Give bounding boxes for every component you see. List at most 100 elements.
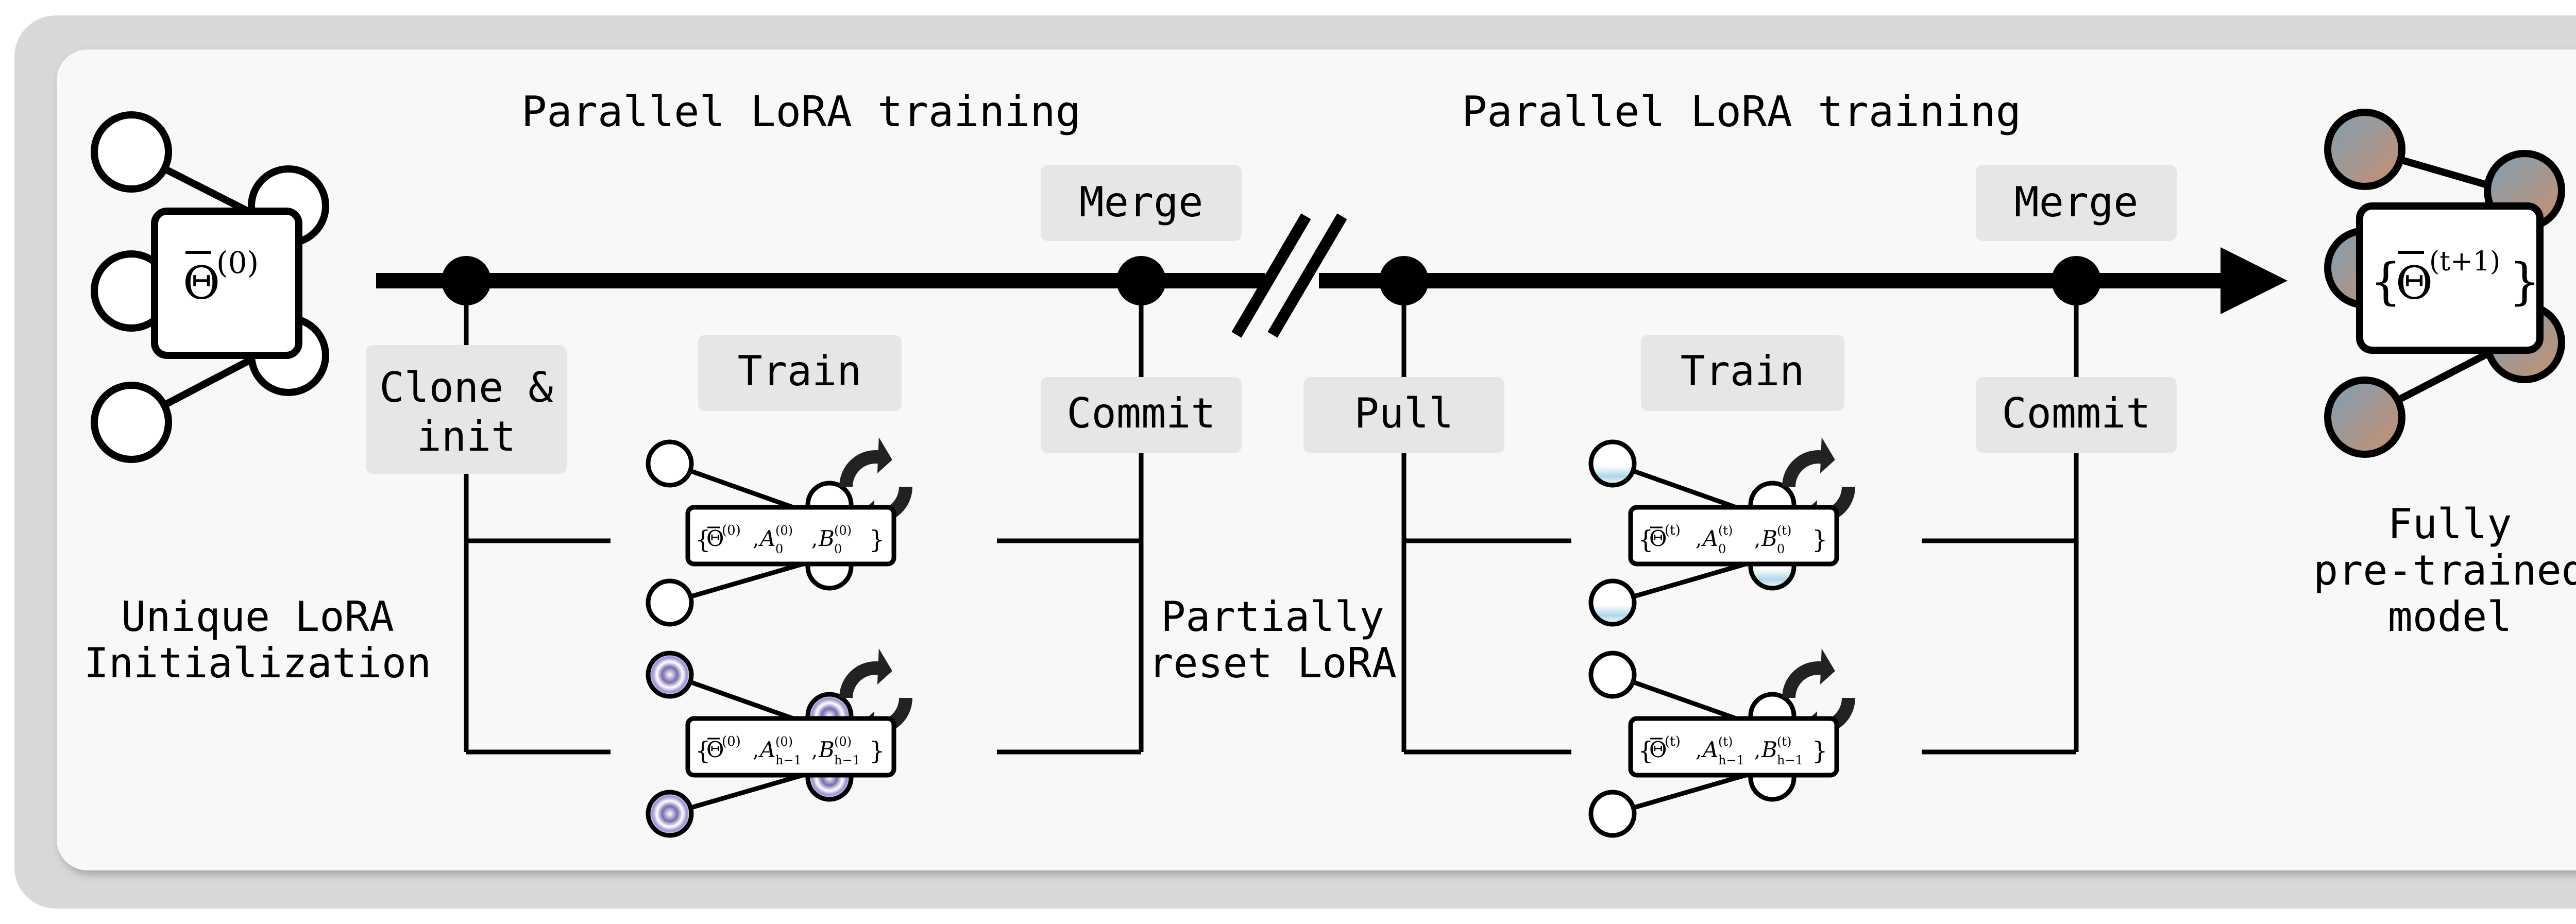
brace-open: { (1638, 525, 1654, 554)
theta-symbol: Θ (1649, 737, 1667, 762)
lora-a-symbol: A (758, 737, 775, 762)
brace-close: } (869, 737, 885, 765)
svg-text:reset LoRA: reset LoRA (1148, 639, 1397, 687)
node (646, 651, 694, 699)
brace-close: } (869, 525, 885, 554)
node (1588, 651, 1637, 699)
initial-model (91, 111, 329, 463)
lora-b-superscript: (t) (1777, 523, 1791, 538)
lora-b-symbol: B (1761, 737, 1777, 762)
theta-superscript: (t) (1665, 734, 1681, 749)
theta-symbol: Θ (706, 737, 724, 762)
svg-text:model: model (2388, 593, 2512, 641)
node (2324, 377, 2405, 458)
model-box (2356, 202, 2544, 354)
node (646, 790, 694, 838)
svg-text:Commit: Commit (1067, 389, 1216, 437)
merge-tag-2: Merge (1976, 165, 2177, 241)
svg-text:Pull: Pull (1354, 389, 1454, 437)
svg-text:pre-trained: pre-trained (2313, 546, 2576, 594)
theta-superscript: (0) (722, 734, 741, 749)
svg-text:Initialization: Initialization (84, 639, 431, 687)
node (91, 382, 172, 463)
fully-pretrained-label: Fully pre-trained model (2313, 500, 2576, 641)
node (91, 111, 172, 193)
theta-superscript: (0) (216, 245, 259, 280)
lora-a-subscript: 0 (1718, 542, 1726, 556)
svg-text:Train: Train (738, 347, 862, 395)
theta-symbol: Θ (1649, 526, 1667, 551)
comma: , (753, 739, 759, 762)
brace-open: { (695, 525, 711, 554)
lora-a-superscript: (t) (1718, 523, 1733, 538)
lora-a-subscript: h−1 (1718, 753, 1744, 767)
svg-text:}: } (2509, 253, 2540, 311)
svg-text:Merge: Merge (2014, 178, 2139, 226)
node (1588, 439, 1637, 488)
svg-text:Θ: Θ (2396, 256, 2433, 310)
svg-text:Merge: Merge (1079, 178, 1204, 226)
initial-model-label: Θ (0) (183, 245, 259, 310)
node (646, 578, 694, 627)
final-model-label: { Θ (t+1) } (2370, 246, 2540, 311)
brace-open: { (695, 737, 711, 765)
node (646, 439, 694, 488)
brace-open: { (1638, 737, 1654, 765)
node (2324, 109, 2405, 190)
arrow-head (2221, 247, 2287, 314)
lora-b-subscript: 0 (834, 542, 842, 556)
lora-a-subscript: h−1 (775, 753, 802, 767)
final-model (2324, 109, 2565, 458)
lora-b-symbol: B (818, 526, 835, 551)
node (1588, 578, 1637, 627)
svg-text:(t+1): (t+1) (2429, 246, 2500, 277)
theta-superscript: (0) (722, 523, 741, 538)
svg-text:Partially: Partially (1161, 593, 1384, 641)
lora-a-superscript: (0) (775, 523, 793, 538)
lora-a-symbol: A (1701, 737, 1718, 762)
lora-b-superscript: (t) (1777, 734, 1791, 749)
commit-tag-1: Commit (1041, 377, 1242, 453)
train-tag-1: Train (698, 335, 902, 411)
lora-b-symbol: B (818, 737, 835, 762)
lora-params-box (1628, 716, 1839, 778)
lora-a-superscript: (t) (1718, 734, 1733, 749)
comma: , (1754, 528, 1760, 551)
branch-lines (464, 281, 2079, 755)
lora-a-symbol: A (758, 526, 775, 551)
theta-symbol: Θ (183, 256, 220, 310)
lora-b-subscript: 0 (1777, 542, 1785, 556)
lora-a-subscript: 0 (775, 542, 783, 556)
commit-tag-2: Commit (1976, 377, 2177, 453)
partial-reset-label: Partially reset LoRA (1148, 593, 1397, 687)
svg-text:Commit: Commit (2002, 389, 2151, 437)
svg-text:init: init (417, 413, 516, 460)
comma: , (1696, 528, 1702, 551)
lora-params-box (685, 505, 896, 567)
comma: , (1696, 739, 1702, 762)
lora-model-phase1-top: {Θ(0),A(0)0,B(0)0} (646, 437, 912, 627)
phase2-heading: Parallel LoRA training (1462, 88, 2021, 136)
lora-a-superscript: (0) (775, 734, 793, 749)
lora-a-symbol: A (1701, 526, 1718, 551)
brace-close: } (1812, 525, 1828, 554)
pull-tag: Pull (1303, 377, 1504, 453)
lora-b-subscript: h−1 (1777, 753, 1803, 767)
lora-b-superscript: (0) (834, 523, 852, 538)
lora-b-superscript: (0) (834, 734, 852, 749)
lora-params-box (1628, 505, 1839, 567)
comma: , (753, 528, 759, 551)
lora-b-subscript: h−1 (834, 753, 860, 767)
lora-model-phase1-bottom: {Θ(0),A(0)h−1,B(0)h−1} (646, 648, 912, 838)
merge-tag-1: Merge (1041, 165, 1242, 241)
comma: , (811, 528, 818, 551)
lora-model-phase2-bottom: {Θ(t),A(t)h−1,B(t)h−1} (1588, 648, 1855, 838)
brace-close: } (1812, 737, 1828, 765)
model-box (151, 208, 302, 359)
train-tag-2: Train (1641, 335, 1844, 411)
theta-symbol: Θ (706, 526, 724, 551)
comma: , (1754, 739, 1760, 762)
lora-b-symbol: B (1761, 526, 1777, 551)
theta-superscript: (t) (1665, 523, 1681, 538)
